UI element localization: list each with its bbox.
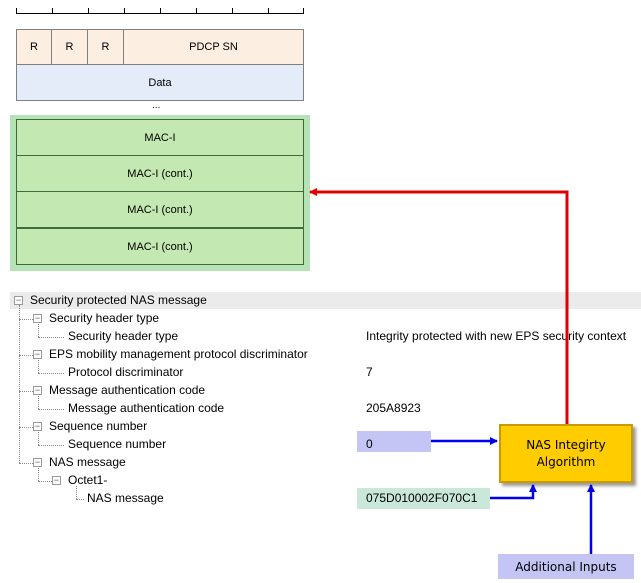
- collapse-icon[interactable]: −: [33, 385, 42, 395]
- tree-connector: [38, 324, 39, 337]
- tree-node-nas-message[interactable]: NAS message: [49, 455, 126, 469]
- tree-leaf-sequence-number[interactable]: Sequence number: [68, 437, 167, 451]
- collapse-icon[interactable]: −: [52, 475, 61, 485]
- algo-label-line2: Algorithm: [536, 454, 596, 469]
- tree-connector: [38, 432, 39, 445]
- additional-inputs-box: Additional Inputs: [498, 554, 634, 579]
- mac-i-row-3: MAC-I (cont.): [16, 191, 304, 228]
- nas-integrity-algorithm-box: NAS Integirty Algorithm: [499, 424, 633, 483]
- mac-value: 205A8923: [366, 401, 421, 415]
- continuation-ellipsis: ...: [152, 100, 161, 111]
- tree-connector: [19, 463, 33, 464]
- tree-connector: [38, 373, 64, 374]
- collapse-icon[interactable]: −: [33, 313, 42, 323]
- tree-connector: [19, 319, 33, 320]
- nas-message-input-arrow: [490, 484, 537, 500]
- tree-connector: [19, 427, 33, 428]
- ruler-tick: [196, 8, 197, 14]
- tree-node-sequence-number[interactable]: Sequence number: [49, 419, 148, 433]
- ruler-tick: [88, 8, 89, 14]
- mac-i-row-4: MAC-I (cont.): [16, 228, 304, 265]
- protocol-discriminator-value: 7: [366, 365, 373, 379]
- security-header-type-value: Integrity protected with new EPS securit…: [366, 329, 627, 343]
- tree-connector: [38, 337, 64, 338]
- tree-connector: [38, 481, 52, 482]
- collapse-icon[interactable]: −: [14, 295, 23, 305]
- ruler-tick: [124, 8, 125, 14]
- tree-connector: [76, 499, 84, 500]
- tree-connector: [38, 360, 39, 373]
- tree-node-emm-pd[interactable]: EPS mobility management protocol discrim…: [49, 347, 308, 361]
- tree-leaf-nas-message[interactable]: NAS message: [87, 491, 164, 505]
- tree-connector: [38, 468, 39, 481]
- sequence-number-value: 0: [366, 437, 373, 451]
- ruler-tick: [160, 8, 161, 14]
- tree-node-security-header-type[interactable]: Security header type: [49, 311, 160, 325]
- collapse-icon[interactable]: −: [33, 457, 42, 467]
- ruler-tick: [232, 8, 233, 14]
- tree-leaf-security-header-type[interactable]: Security header type: [68, 329, 179, 343]
- reserved-bit-1: R: [16, 29, 52, 65]
- ruler-tick: [303, 8, 304, 14]
- root-row-highlight: [10, 292, 641, 309]
- nas-message-value: 075D010002F070C1: [366, 491, 478, 505]
- tree-connector: [38, 396, 39, 409]
- mac-output-arrow: [309, 188, 569, 424]
- collapse-icon[interactable]: −: [33, 421, 42, 431]
- mac-i-row-2: MAC-I (cont.): [16, 155, 304, 192]
- ruler-tick: [52, 8, 53, 14]
- pdcp-sn-field: PDCP SN: [123, 29, 304, 65]
- tree-connector: [19, 305, 20, 463]
- algo-label-line1: NAS Integirty: [526, 437, 606, 452]
- reserved-bit-2: R: [51, 29, 88, 65]
- tree-connector: [76, 486, 77, 499]
- ruler-tick: [268, 8, 269, 14]
- ruler-tick: [16, 8, 17, 14]
- collapse-icon[interactable]: −: [33, 349, 42, 359]
- sequence-number-highlight: [357, 431, 431, 452]
- nas-message-highlight: [357, 488, 490, 509]
- tree-connector: [19, 391, 33, 392]
- tree-leaf-mac[interactable]: Message authentication code: [68, 401, 225, 415]
- tree-connector: [38, 409, 64, 410]
- data-field: Data: [16, 64, 304, 101]
- tree-node-octet1[interactable]: Octet1-: [68, 473, 108, 487]
- tree-node-mac[interactable]: Message authentication code: [49, 383, 206, 397]
- tree-node-root[interactable]: Security protected NAS message: [30, 293, 207, 307]
- tree-connector: [38, 445, 64, 446]
- tree-connector: [19, 355, 33, 356]
- tree-leaf-protocol-discriminator[interactable]: Protocol discriminator: [68, 365, 184, 379]
